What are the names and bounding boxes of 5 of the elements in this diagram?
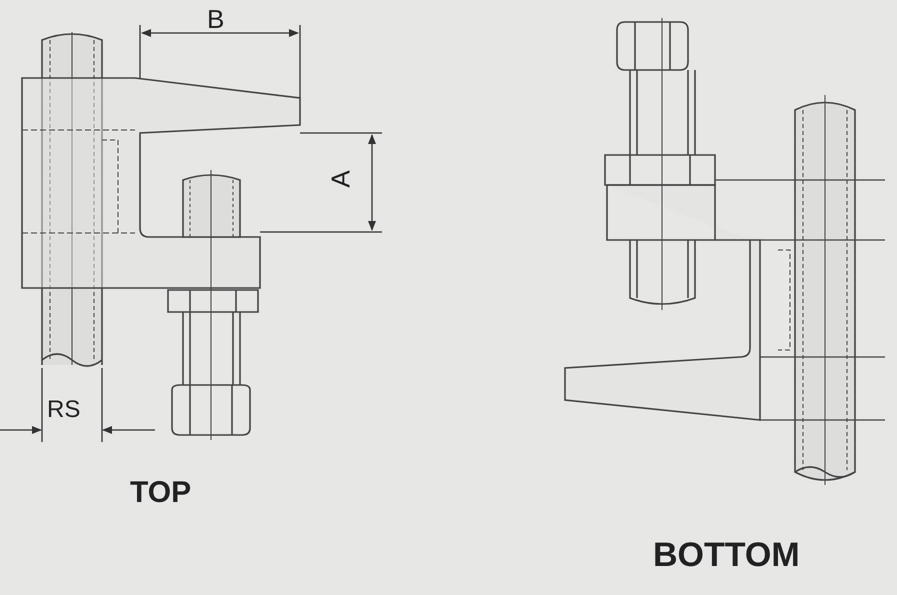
- view-label: BOTTOM: [653, 538, 800, 572]
- dimension-label: A: [328, 170, 354, 188]
- dimension-label: B: [207, 6, 224, 32]
- dimension-label: RS: [47, 398, 80, 422]
- view-label: TOP: [130, 478, 192, 508]
